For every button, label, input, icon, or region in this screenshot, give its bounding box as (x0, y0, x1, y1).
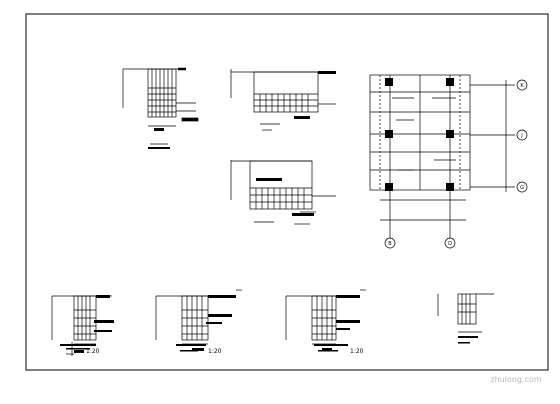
detail-c (285, 289, 366, 352)
watermark: zhulong.com (490, 375, 541, 384)
plan-view (369, 74, 515, 238)
detail-1 (122, 67, 199, 149)
axis-label-j: J (520, 133, 522, 139)
axis-bubbles: K J G B D (384, 79, 528, 249)
detail-a (51, 295, 114, 356)
axis-label-g: G (520, 185, 524, 191)
detail-d (437, 293, 494, 344)
scale-label-b: 1:20 (208, 348, 222, 355)
axis-label-b: B (388, 241, 392, 247)
axis-label-d: D (448, 241, 452, 247)
detail-b (155, 289, 242, 352)
axis-label-k: K (520, 83, 524, 89)
detail-3 (230, 160, 336, 225)
detail-2 (230, 69, 336, 131)
scale-label-c: 1:20 (350, 348, 364, 355)
sheet-frame (25, 13, 549, 371)
scale-label-a: 1:20 (86, 348, 100, 355)
